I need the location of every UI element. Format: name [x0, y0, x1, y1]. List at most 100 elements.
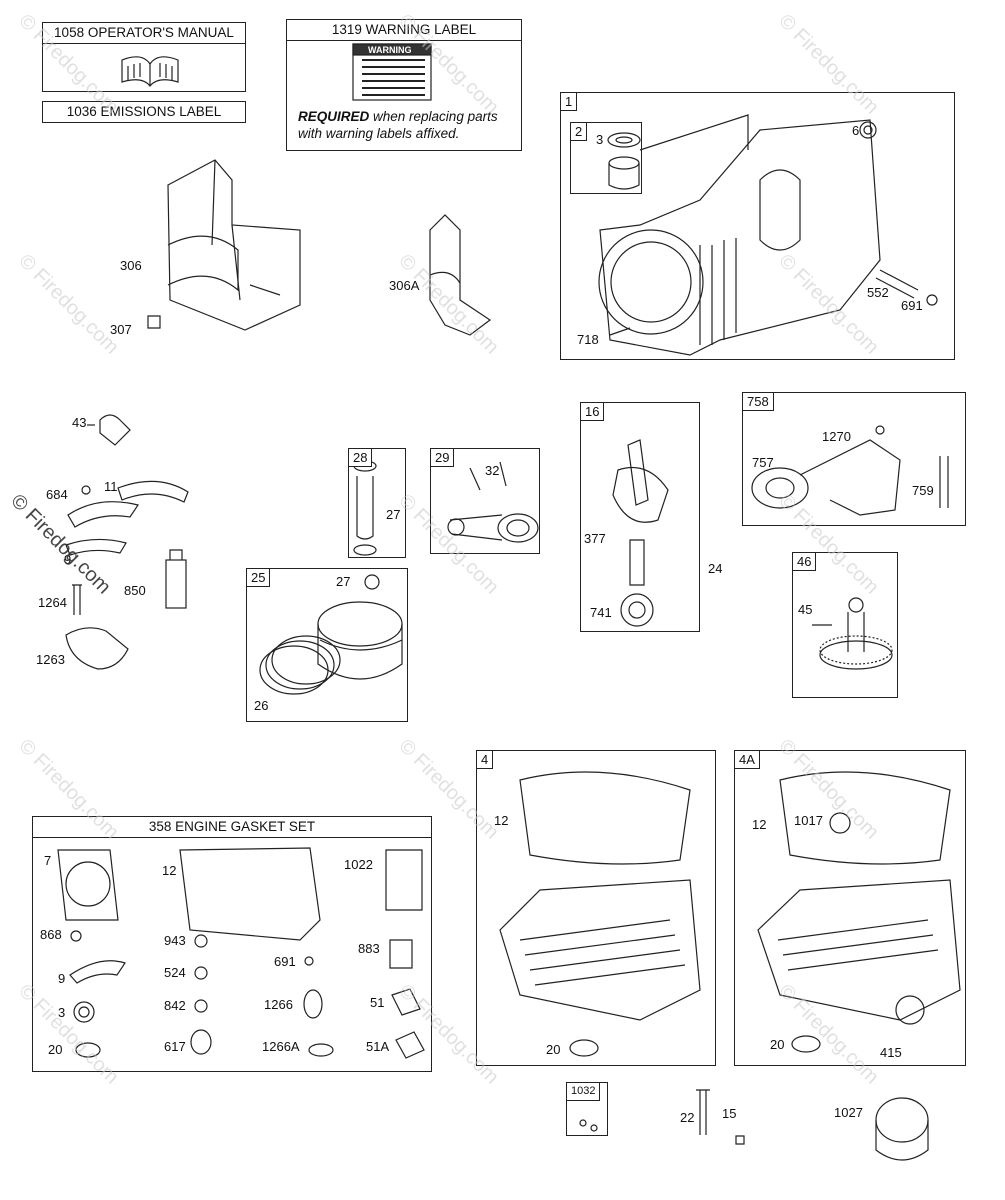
part-label: 1017: [794, 813, 823, 828]
part-label: 9: [64, 552, 72, 567]
group-box-25: 25: [246, 568, 408, 722]
piston-and-rings: [259, 574, 403, 695]
blower-housing-306: [147, 159, 301, 331]
part-label: 32: [485, 463, 500, 478]
part-label: 883: [358, 941, 380, 956]
group-box-46: 46: [792, 552, 898, 698]
part-label: 850: [124, 583, 146, 598]
group-box-29: 29: [430, 448, 540, 554]
crankshaft: [612, 439, 669, 627]
group-tag-1032: 1032: [566, 1082, 601, 1101]
part-label: 26: [254, 698, 269, 713]
part-label: 51A: [366, 1039, 390, 1054]
warning-sticker-icon: [352, 43, 432, 101]
sump-4: [499, 771, 701, 1057]
part-label: 12: [162, 863, 177, 878]
emissions-label: 1036 EMISSIONS LABEL: [42, 101, 246, 123]
part-label: 741: [590, 605, 612, 620]
part-label: 377: [584, 531, 606, 546]
part-label: 524: [164, 965, 186, 980]
part-label: 43: [72, 415, 87, 430]
part-label: 868: [40, 927, 62, 942]
housing-306a: [429, 214, 492, 336]
group-box-16: 16: [580, 402, 700, 632]
part-label: 691: [274, 954, 296, 969]
part-label: 757: [752, 455, 774, 470]
group-tag-758: 758: [742, 392, 774, 411]
part-label: 27: [336, 574, 351, 589]
part-label: 11: [104, 479, 118, 494]
group-tag-4a: 4A: [734, 750, 760, 769]
warning-sticker-heading: WARNING: [368, 45, 412, 55]
gasket-set-items: [57, 847, 425, 1059]
balancer: [751, 425, 949, 516]
part-label: 691: [901, 298, 923, 313]
part-label: 24: [708, 561, 723, 576]
operators-manual-box: 1058 OPERATOR'S MANUAL: [42, 22, 246, 92]
fasteners-and-filter: [579, 1089, 929, 1161]
part-label: 7: [44, 853, 52, 868]
group-box-758: 758: [742, 392, 966, 526]
warning-note-line-1: REQUIRED when replacing parts: [298, 110, 498, 124]
connecting-rod: [447, 461, 539, 543]
part-label: 1266A: [262, 1039, 300, 1054]
gasket-set-box: 358 ENGINE GASKET SET: [32, 816, 432, 1072]
part-label: 12: [494, 813, 509, 828]
part-label: 943: [164, 933, 186, 948]
part-label: 1264: [38, 595, 67, 610]
part-label: 1027: [834, 1105, 863, 1120]
part-label: 718: [577, 332, 599, 347]
part-label: 3: [58, 1005, 66, 1020]
group-tag-1: 1: [560, 92, 578, 111]
group-box-1032: 1032: [566, 1082, 608, 1136]
warning-note-line-2: with warning labels affixed.: [298, 126, 460, 141]
part-label: 1270: [822, 429, 851, 444]
warning-label-title: 1319 WARNING LABEL: [287, 20, 521, 41]
part-label: 3: [596, 132, 604, 147]
part-label: 20: [770, 1037, 785, 1052]
book-icon: [121, 56, 179, 87]
part-label: 1266: [264, 997, 293, 1012]
group-tag-29: 29: [430, 448, 455, 467]
group-box-2: 2: [570, 122, 642, 194]
sump-4a: [757, 771, 961, 1053]
part-label: 45: [798, 602, 813, 617]
camshaft-gear: [812, 597, 893, 670]
part-label: 20: [546, 1042, 561, 1057]
group-box-4: 4: [476, 750, 716, 1066]
part-label: 22: [680, 1110, 695, 1125]
part-label: 307: [110, 322, 132, 337]
warning-label-box: 1319 WARNING LABEL: [286, 19, 522, 151]
part-label: 6: [852, 123, 860, 138]
cylinder-block: [598, 114, 938, 356]
part-label: 684: [46, 487, 68, 502]
part-label: 1022: [344, 857, 373, 872]
warning-required: REQUIRED: [298, 109, 370, 124]
part-label: 20: [48, 1042, 63, 1057]
group-tag-16: 16: [580, 402, 605, 421]
bore-sleeve: [607, 132, 641, 190]
part-label: 51: [370, 995, 385, 1010]
part-label: 306A: [389, 278, 420, 293]
group-tag-46: 46: [792, 552, 817, 571]
group-box-28: 28: [348, 448, 406, 558]
misc-left-parts: [65, 414, 189, 670]
part-label: 1263: [36, 652, 65, 667]
part-label: 306: [120, 258, 142, 273]
group-tag-2: 2: [570, 122, 588, 141]
gasket-set-title: 358 ENGINE GASKET SET: [33, 817, 431, 838]
group-tag-25: 25: [246, 568, 271, 587]
part-label: 415: [880, 1045, 902, 1060]
part-label: 759: [912, 483, 934, 498]
part-label: 12: [752, 817, 767, 832]
group-tag-28: 28: [348, 448, 373, 467]
group-tag-4: 4: [476, 750, 494, 769]
part-label: 842: [164, 998, 186, 1013]
part-label: 15: [722, 1106, 737, 1121]
group-box-1: 1: [560, 92, 955, 360]
group-box-4a: 4A: [734, 750, 966, 1066]
warning-note-1: when replacing parts: [369, 109, 498, 124]
part-label: 552: [867, 285, 889, 300]
part-label: 27: [386, 507, 401, 522]
